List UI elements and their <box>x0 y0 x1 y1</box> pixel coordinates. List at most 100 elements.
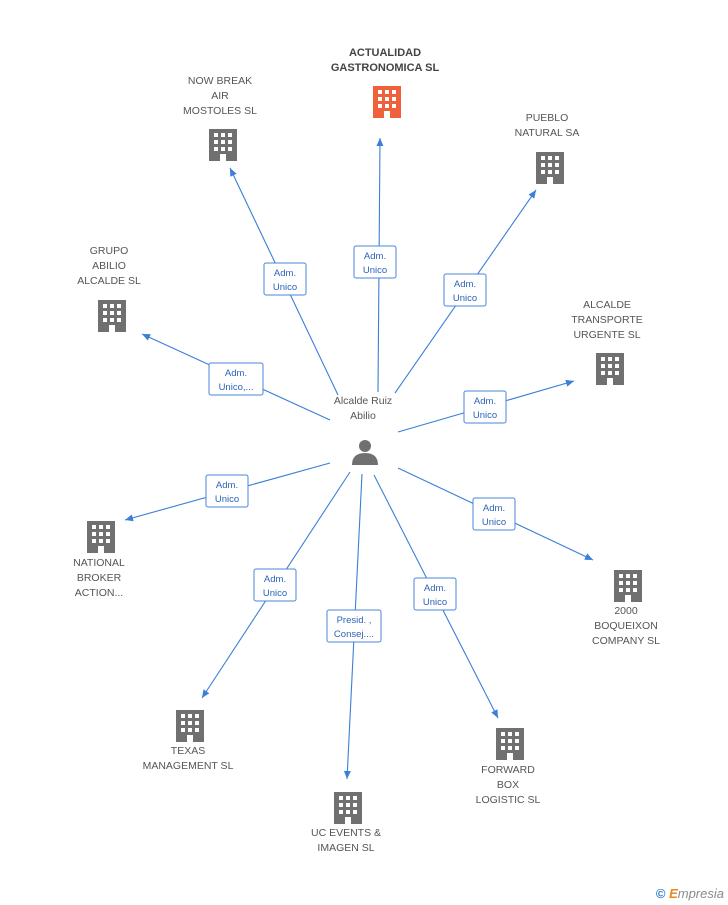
building-icon <box>87 521 115 553</box>
relation-text: Consej.... <box>334 629 374 640</box>
company-name-line: MANAGEMENT SL <box>143 760 234 772</box>
relation-text: Presid. , <box>337 615 372 626</box>
relation-text: Adm. <box>474 396 496 407</box>
relation-text: Adm. <box>483 503 505 514</box>
company-name-line: ABILIO <box>92 260 126 272</box>
company-name-line: TEXAS <box>171 745 205 757</box>
arrow-icon <box>343 770 351 779</box>
company-node-transporte[interactable]: ALCALDE TRANSPORTE URGENTE SL <box>571 299 643 385</box>
relation-text: Adm. <box>364 251 386 262</box>
company-name-line: BROKER <box>77 572 122 584</box>
relation-text: Adm. <box>216 480 238 491</box>
relation-box <box>413 577 457 611</box>
company-name-line: FORWARD <box>481 764 535 776</box>
relation-label-actualidad[interactable]: Adm. Unico <box>353 245 397 279</box>
company-name-line: URGENTE SL <box>573 329 640 341</box>
arrow-icon <box>202 689 210 698</box>
relation-box <box>463 390 507 424</box>
company-name-line: NOW BREAK <box>188 75 252 87</box>
brand-footer: © Empresia <box>656 886 724 901</box>
company-name-line: GRUPO <box>90 245 129 257</box>
building-icon <box>536 152 564 184</box>
company-name-line: ALCALDE <box>583 299 631 311</box>
relation-label-grupo[interactable]: Adm. Unico,... <box>208 362 264 396</box>
arrow-icon <box>230 168 237 177</box>
relation-box <box>253 568 297 602</box>
relation-label-national[interactable]: Adm. Unico <box>205 474 249 508</box>
relation-label-boqueixon[interactable]: Adm. Unico <box>472 497 516 531</box>
arrow-icon <box>584 553 593 560</box>
relation-text: Unico <box>363 265 387 276</box>
company-name-line: BOX <box>497 779 519 791</box>
relation-box <box>205 474 249 508</box>
brand-logo-initial: E <box>669 886 678 901</box>
company-name-line: NATIONAL <box>73 557 125 569</box>
relation-box <box>208 362 264 396</box>
company-node-nowbreak[interactable]: NOW BREAK AIR MOSTOLES SL <box>183 75 257 161</box>
building-icon <box>98 300 126 332</box>
company-name-line: 2000 <box>614 605 638 617</box>
arrow-icon <box>528 190 536 199</box>
company-name-line: UC EVENTS & <box>311 827 381 839</box>
company-name-line: AIR <box>211 90 229 102</box>
company-node-texas[interactable]: TEXAS MANAGEMENT SL <box>143 710 234 772</box>
company-node-pueblo[interactable]: PUEBLO NATURAL SA <box>515 112 580 184</box>
relation-text: Unico <box>453 293 477 304</box>
copyright-icon: © <box>655 886 666 901</box>
relation-text: Unico <box>423 597 447 608</box>
building-icon <box>334 792 362 824</box>
relation-box <box>443 273 487 307</box>
relation-box <box>326 609 382 643</box>
relation-text: Adm. <box>264 574 286 585</box>
company-name-line: COMPANY SL <box>592 635 660 647</box>
company-name-line: IMAGEN SL <box>317 842 374 854</box>
brand-logo-text: mpresia <box>677 886 724 901</box>
relation-box <box>263 262 307 296</box>
relation-label-transporte[interactable]: Adm. Unico <box>463 390 507 424</box>
company-name-line: ACTUALIDAD <box>349 47 421 59</box>
company-name-line: MOSTOLES SL <box>183 105 257 117</box>
relation-text: Unico,... <box>219 382 254 393</box>
building-icon <box>596 353 624 385</box>
relation-label-texas[interactable]: Adm.Unico <box>253 568 297 602</box>
arrow-icon <box>125 514 134 522</box>
arrow-icon <box>565 379 574 387</box>
relation-label-pueblo[interactable]: Adm. Unico <box>443 273 487 307</box>
company-name-line: BOQUEIXON <box>594 620 658 632</box>
arrow-icon <box>142 334 151 341</box>
company-node-ucevents[interactable]: UC EVENTS & IMAGEN SL <box>311 792 381 854</box>
person-name-line: Abilio <box>350 410 376 422</box>
company-name-line: ACTION... <box>75 587 123 599</box>
relation-text: Adm. <box>454 279 476 290</box>
relation-text: Unico <box>273 282 297 293</box>
person-icon <box>352 440 378 465</box>
company-name-line: LOGISTIC SL <box>476 794 541 806</box>
relation-text: Unico <box>473 410 497 421</box>
relation-text: Unico <box>215 494 239 505</box>
company-name-line: GASTRONOMICA SL <box>331 62 440 74</box>
arrow-icon <box>376 138 384 147</box>
relation-box <box>472 497 516 531</box>
relation-text: Unico <box>482 517 506 528</box>
company-node-actualidad[interactable]: ACTUALIDAD GASTRONOMICA SL <box>331 47 440 118</box>
company-name-line: NATURAL SA <box>515 127 580 139</box>
relation-label-ucevents[interactable]: Presid. , Consej.... <box>326 609 382 643</box>
building-icon <box>614 570 642 602</box>
building-icon <box>209 129 237 161</box>
arrow-icon <box>491 709 498 718</box>
relation-text: Adm. <box>424 583 446 594</box>
relation-text: Adm. <box>225 368 247 379</box>
building-icon <box>496 728 524 760</box>
building-icon <box>373 86 401 118</box>
company-node-national[interactable]: NATIONAL BROKER ACTION... <box>73 521 125 599</box>
company-name-line: PUEBLO <box>526 112 569 124</box>
company-name-line: TRANSPORTE <box>571 314 643 326</box>
relation-label-nowbreak[interactable]: Adm. Unico <box>263 262 307 296</box>
relation-text: Adm. <box>274 268 296 279</box>
company-node-forward[interactable]: FORWARD BOX LOGISTIC SL <box>476 728 541 806</box>
relation-label-forward[interactable]: Adm. Unico <box>413 577 457 611</box>
